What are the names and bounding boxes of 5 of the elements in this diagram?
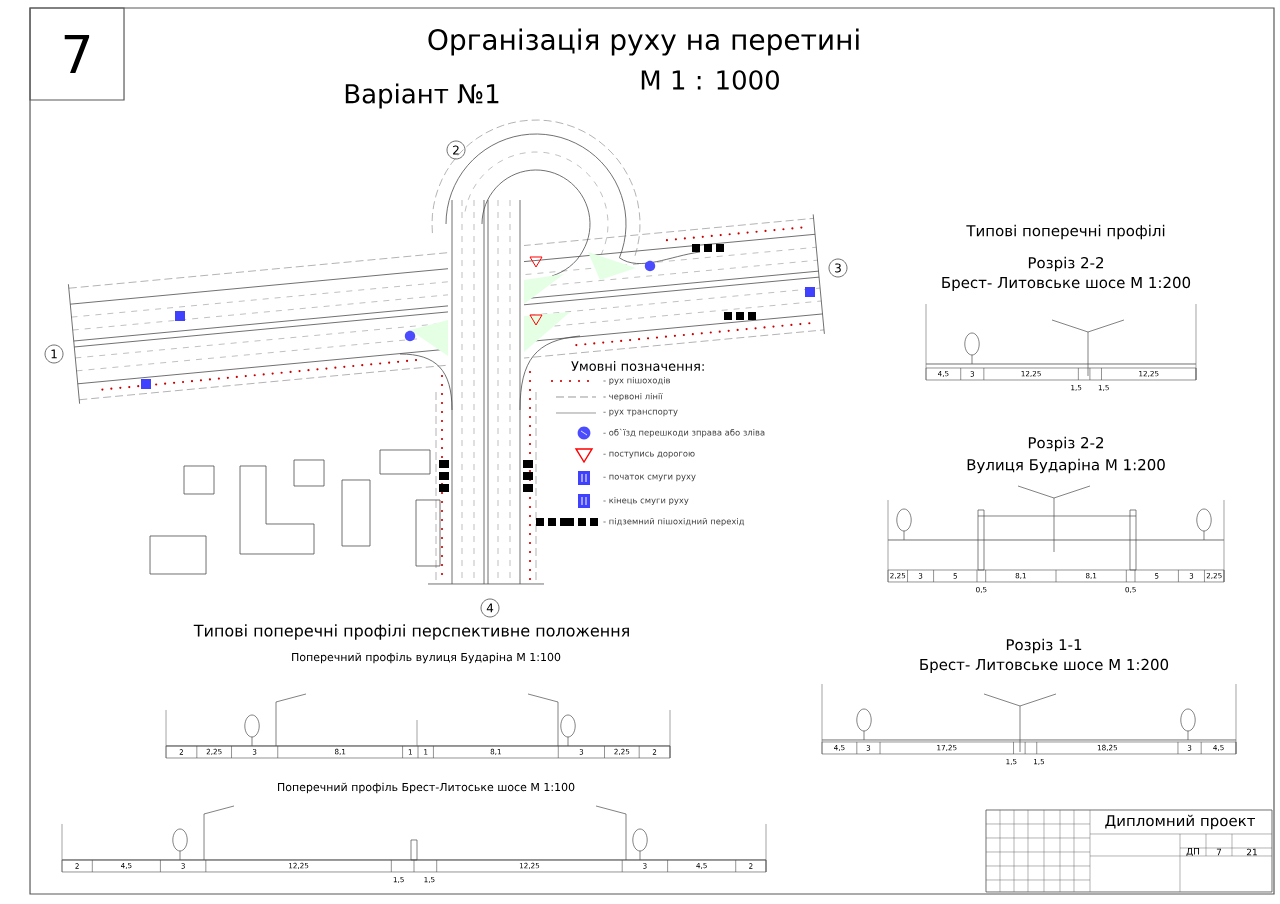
sheet-number: 7 — [29, 7, 125, 101]
scale-label: М 1 : 1000 — [641, 70, 779, 90]
title: Організація руху на перетині — [428, 28, 859, 56]
section-heading: Типові поперечні профілі перспективне положення — [193, 624, 629, 640]
variant-label: Варіант №1 — [345, 83, 499, 109]
